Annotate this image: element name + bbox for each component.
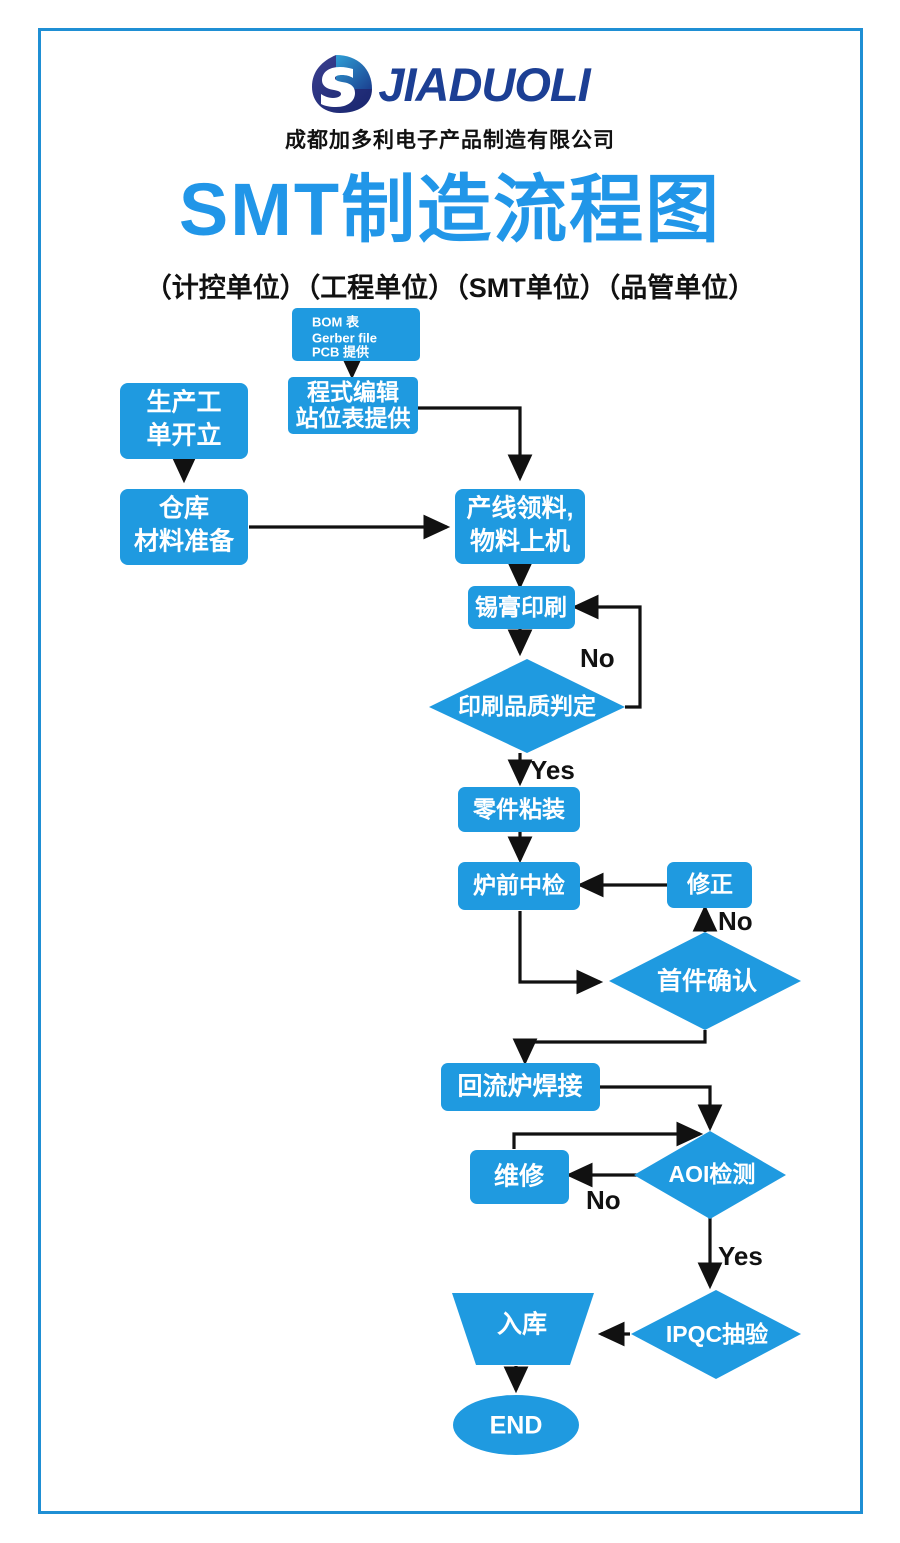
edge-label-no-firstpart: No — [718, 906, 753, 936]
page-subtitle: （计控单位）（工程单位）（SMT单位）（品管单位） — [144, 273, 756, 303]
company-name: 成都加多利电子产品制造有限公司 — [285, 129, 615, 152]
logo-wordmark: JIADUOLI — [378, 57, 590, 111]
page-title: SMT制造流程图 — [178, 168, 722, 251]
node-ipqc[interactable]: IPQC抽验 — [631, 1290, 801, 1379]
node-bom-line2: Gerber file — [312, 330, 377, 345]
node-repair[interactable]: 维修 — [470, 1150, 569, 1204]
node-firstpart-label: 首件确认 — [657, 967, 757, 996]
node-printqc-label: 印刷品质判定 — [458, 693, 596, 719]
edge-reflow-to-aoi — [600, 1085, 723, 1132]
node-warehouse[interactable]: 仓库 材料准备 — [120, 489, 248, 565]
node-stockin-label: 入库 — [497, 1311, 547, 1339]
node-fix-shape — [667, 862, 752, 908]
node-bom-line1: BOM 表 — [312, 314, 360, 329]
node-program[interactable]: 程式编辑 站位表提供 — [288, 377, 418, 434]
node-aoi-shape — [634, 1131, 786, 1219]
node-preoven[interactable]: 炉前中检 — [458, 862, 580, 910]
node-pickup-line1: 产线领料, — [467, 494, 574, 523]
node-preoven-shape — [458, 862, 580, 910]
edge-preoven-to-firstpart — [518, 911, 604, 995]
connector-layer — [171, 352, 723, 1394]
node-bom-shape — [292, 308, 420, 361]
node-stockin-shape — [452, 1293, 594, 1365]
node-end-shape — [453, 1395, 579, 1455]
node-preoven-label: 炉前中检 — [473, 872, 565, 898]
edge-label-yes-print: Yes — [530, 755, 575, 785]
node-program-shape — [288, 377, 418, 434]
node-ipqc-label: IPQC抽验 — [666, 1321, 768, 1347]
node-aoi[interactable]: AOI检测 — [634, 1131, 786, 1219]
jiaduoli-logo-icon — [312, 55, 373, 113]
node-reflow-label: 回流炉焊接 — [457, 1073, 582, 1101]
node-program-line2: 站位表提供 — [296, 405, 411, 431]
node-ipqc-shape — [631, 1290, 801, 1379]
edge-label-yes-aoi: Yes — [718, 1241, 763, 1271]
node-printqc[interactable]: 印刷品质判定 — [429, 659, 625, 753]
edge-printqc-no-to-solder — [571, 594, 642, 709]
node-pickup[interactable]: 产线领料, 物料上机 — [455, 489, 585, 564]
page-border-frame — [38, 28, 863, 1514]
node-mount[interactable]: 零件粘装 — [458, 787, 580, 832]
node-workorder[interactable]: 生产工 单开立 — [120, 383, 248, 459]
node-end-label: END — [490, 1412, 543, 1440]
node-fix[interactable]: 修正 — [667, 862, 752, 908]
node-firstpart[interactable]: 首件确认 — [609, 932, 801, 1030]
node-warehouse-shape — [120, 489, 248, 565]
node-repair-label: 维修 — [494, 1162, 545, 1191]
node-mount-shape — [458, 787, 580, 832]
node-workorder-line1: 生产工 — [146, 389, 221, 417]
node-reflow[interactable]: 回流炉焊接 — [441, 1063, 600, 1111]
node-stockin[interactable]: 入库 — [452, 1293, 594, 1365]
edge-firstpart-to-reflow — [512, 1030, 707, 1066]
node-end[interactable]: END — [453, 1395, 579, 1455]
node-warehouse-line2: 材料准备 — [134, 528, 235, 556]
edge-label-no-aoi: No — [586, 1185, 621, 1215]
node-program-line1: 程式编辑 — [307, 379, 399, 405]
node-pickup-line2: 物料上机 — [470, 528, 570, 556]
edge-repair-to-aoi — [512, 1121, 704, 1149]
node-mount-label: 零件粘装 — [472, 796, 565, 822]
edge-label-no-print: No — [580, 643, 615, 673]
node-reflow-shape — [441, 1063, 600, 1111]
node-solder-label: 锡膏印刷 — [475, 594, 567, 620]
company-logo: JIADUOLI 成都加多利电子产品制造有限公司 — [0, 52, 900, 154]
node-firstpart-shape — [609, 932, 801, 1030]
node-workorder-shape — [120, 383, 248, 459]
node-solder[interactable]: 锡膏印刷 — [468, 586, 575, 629]
node-bom[interactable]: BOM 表 Gerber file PCB 提供 — [292, 308, 420, 361]
node-pickup-shape — [455, 489, 585, 564]
node-printqc-shape — [429, 659, 625, 753]
node-workorder-line2: 单开立 — [146, 421, 221, 450]
node-solder-shape — [468, 586, 575, 629]
edge-program-to-pickup — [418, 406, 533, 482]
node-repair-shape — [470, 1150, 569, 1204]
node-bom-line3: PCB 提供 — [312, 344, 369, 359]
node-warehouse-line1: 仓库 — [158, 494, 209, 523]
node-fix-label: 修正 — [686, 871, 733, 897]
node-aoi-label: AOI检测 — [669, 1161, 756, 1187]
